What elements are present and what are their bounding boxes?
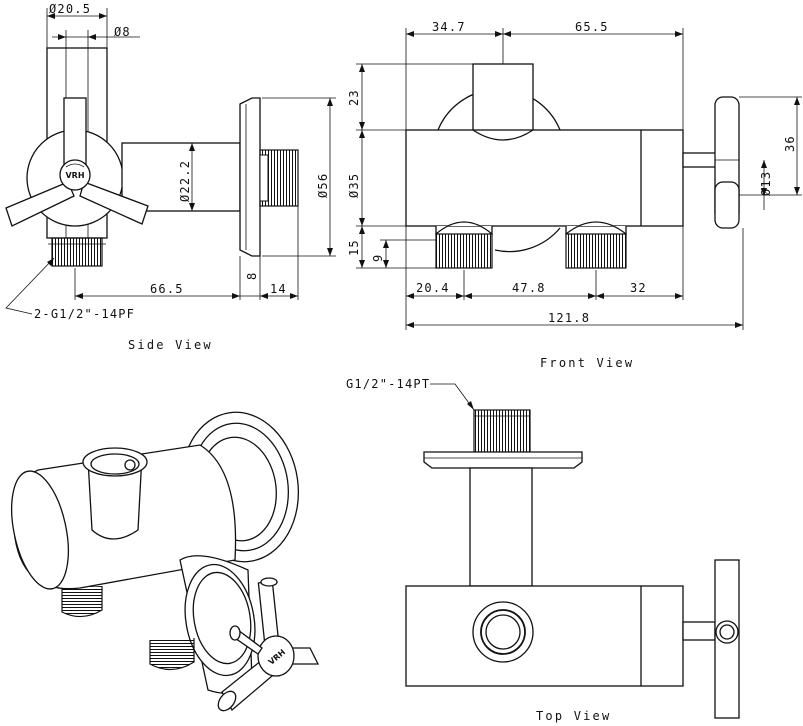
front-dim-h-stem: 23 bbox=[347, 89, 361, 106]
iso-top-stem bbox=[87, 454, 143, 540]
front-top-stem bbox=[472, 63, 534, 139]
front-outlet-left bbox=[435, 233, 493, 269]
top-view: G1/2"-14PT Top View bbox=[346, 377, 740, 723]
front-dim-top-right: 65.5 bbox=[575, 20, 609, 34]
iso-thread-right bbox=[149, 638, 195, 671]
iso-thread-left bbox=[61, 586, 103, 618]
isometric-view: VRH bbox=[11, 411, 320, 712]
front-flange-arc-bottom bbox=[494, 227, 561, 253]
side-horizontal-body bbox=[121, 142, 241, 212]
side-flange bbox=[239, 97, 261, 257]
side-cross-handle: VRH bbox=[5, 97, 149, 227]
side-view: VRH Ø20.5 Ø8 Ø22.2 bbox=[5, 2, 336, 352]
front-view: 34.7 65.5 23 Ø35 15 9 20.4 47 bbox=[347, 20, 802, 370]
side-bottom-thread bbox=[51, 237, 103, 267]
side-logo: VRH bbox=[65, 171, 84, 180]
front-dim-bot-left: 20.4 bbox=[416, 281, 450, 295]
front-dim-d-handle: Ø13 bbox=[759, 171, 773, 196]
side-dim-d-flange: Ø56 bbox=[316, 173, 330, 198]
top-main-body bbox=[405, 585, 684, 687]
front-view-caption: Front View bbox=[540, 356, 634, 370]
front-dim-h-small: 9 bbox=[371, 254, 385, 262]
front-dim-bot-right: 32 bbox=[630, 281, 647, 295]
top-view-caption: Top View bbox=[536, 709, 611, 723]
iso-cross-handle: VRH bbox=[217, 577, 320, 712]
front-dim-bot-mid: 47.8 bbox=[512, 281, 546, 295]
top-center-port bbox=[472, 601, 534, 663]
side-dim-len-main: 66.5 bbox=[150, 282, 184, 296]
front-main-body bbox=[405, 129, 684, 227]
front-outlet-right bbox=[565, 233, 627, 269]
side-dim-len-thread: 14 bbox=[270, 282, 287, 296]
top-threaded-stub bbox=[473, 409, 531, 453]
front-dim-h-bottom: 15 bbox=[347, 239, 361, 256]
front-dim-h-handle: 36 bbox=[783, 135, 797, 152]
top-vertical-pipe bbox=[469, 467, 533, 587]
side-dim-d-inner: Ø8 bbox=[114, 25, 131, 39]
top-thread-callout: G1/2"-14PT bbox=[346, 377, 430, 391]
side-dim-d-body: Ø22.2 bbox=[178, 160, 192, 202]
top-flange bbox=[423, 451, 583, 469]
side-view-caption: Side View bbox=[128, 338, 213, 352]
front-dim-total: 121.8 bbox=[548, 311, 590, 325]
side-dim-d-outer: Ø20.5 bbox=[49, 2, 91, 16]
side-handle-hub bbox=[59, 159, 91, 191]
side-thread-callout: 2-G1/2"-14PF bbox=[34, 307, 135, 321]
side-dim-len-flange: 8 bbox=[245, 272, 259, 280]
front-dim-top-left: 34.7 bbox=[432, 20, 466, 34]
front-dim-d-body: Ø35 bbox=[347, 173, 361, 198]
